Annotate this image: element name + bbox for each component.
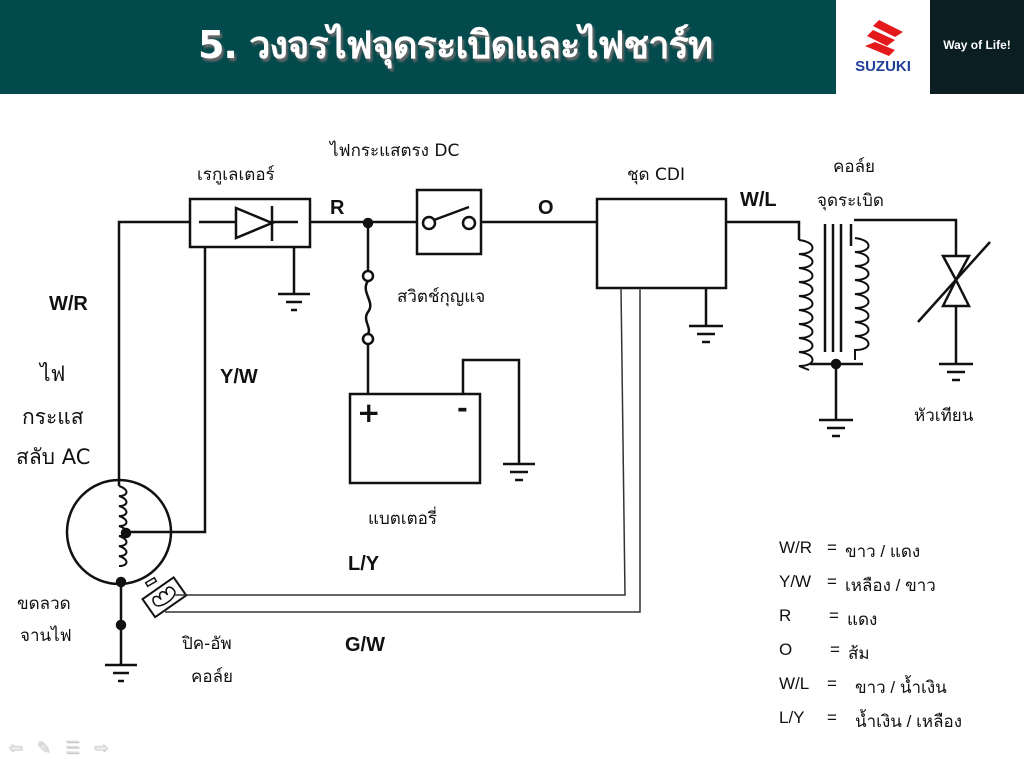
- legend-row: W/R = ขาว / แดง: [779, 538, 962, 572]
- spark-plug: [917, 241, 991, 382]
- legend-meaning: แดง: [847, 610, 878, 629]
- wire-wl: [726, 220, 801, 240]
- wire-label-ly: L/Y: [348, 553, 380, 575]
- legend-equals: =: [830, 640, 840, 659]
- legend-row: W/L = ขาว / น้ำเงิน: [779, 674, 962, 708]
- wire-wr: [117, 220, 190, 486]
- ignition-coil: [798, 224, 870, 371]
- wire-label-r: R: [330, 197, 345, 219]
- previous-slide-icon[interactable]: ⇦: [8, 738, 23, 758]
- cdi-label: ชุด CDI: [627, 165, 685, 185]
- regulator-ground: [278, 247, 310, 312]
- legend-code: L/Y: [779, 708, 805, 727]
- legend-equals: =: [827, 538, 837, 557]
- legend-code: O: [779, 640, 793, 659]
- regulator: [188, 197, 312, 249]
- coil-ground: [819, 364, 853, 438]
- wire-yw: [127, 247, 207, 534]
- ignition-coil-label-1: คอล์ย: [833, 157, 875, 177]
- wire-label-yw: Y/W: [220, 366, 258, 388]
- dc-current-label: ไฟกระแสตรง DC: [330, 141, 460, 161]
- wire-label-wl: W/L: [740, 189, 777, 211]
- wire-ht-lead: [854, 218, 958, 256]
- pickup-coil-label-2: คอล์ย: [191, 667, 233, 687]
- slide-navigation: ⇦ ✎ ☰ ⇨: [8, 738, 108, 758]
- ac-label-2: กระแส: [22, 405, 84, 429]
- stator: [65, 478, 173, 683]
- legend-code: R: [779, 606, 792, 625]
- legend-code: W/L: [779, 674, 810, 693]
- legend-meaning: น้ำเงิน / เหลือง: [855, 712, 963, 731]
- legend-row: Y/W = เหลือง / ขาว: [779, 572, 962, 606]
- key-switch-label: สวิตช์กุญแจ: [397, 287, 486, 307]
- battery-minus-terminal: -: [457, 394, 468, 424]
- wire-color-legend: W/R = ขาว / แดง Y/W = เหลือง / ขาว R = แ…: [779, 538, 962, 742]
- next-slide-icon[interactable]: ⇨: [93, 738, 108, 758]
- battery-plus-terminal: +: [357, 396, 381, 429]
- legend-equals: =: [829, 606, 839, 625]
- battery: [348, 358, 535, 485]
- legend-meaning: เหลือง / ขาว: [845, 576, 936, 595]
- wire-r: [310, 217, 417, 229]
- key-switch: [415, 188, 483, 256]
- wire-label-wr: W/R: [49, 293, 88, 315]
- spark-plug-label: หัวเทียน: [914, 406, 974, 426]
- slide-title: 5. วงจรไฟจุดระเบิดและไฟชาร์ท: [197, 23, 713, 67]
- legend-meaning: ขาว / แดง: [845, 542, 921, 561]
- regulator-label: เรกูเลเตอร์: [197, 165, 275, 185]
- legend-equals: =: [827, 708, 837, 727]
- ac-label-3: สลับ AC: [16, 445, 91, 469]
- suzuki-s-icon: [865, 20, 903, 56]
- suzuki-logo: SUZUKI: [836, 0, 930, 94]
- battery-label: แบตเตอรี่: [368, 509, 437, 529]
- fuse: [361, 223, 375, 394]
- legend-code: Y/W: [779, 572, 812, 591]
- legend-row: L/Y = น้ำเงิน / เหลือง: [779, 708, 962, 742]
- wire-label-gw: G/W: [345, 634, 385, 656]
- title-bar: 5. วงจรไฟจุดระเบิดและไฟชาร์ท: [0, 0, 836, 94]
- ac-label-1: ไฟ: [40, 362, 66, 386]
- legend-row: O = ส้ม: [779, 640, 962, 674]
- pickup-coil-label-1: ปิค-อัพ: [182, 634, 232, 654]
- legend-equals: =: [827, 674, 837, 693]
- stator-label-1: ขดลวด: [17, 594, 71, 614]
- circuit-diagram: [65, 188, 991, 683]
- pen-icon[interactable]: ✎: [36, 738, 51, 758]
- wire-gw: [165, 288, 641, 613]
- pickup-coil: [141, 575, 188, 619]
- wire-ly: [175, 287, 626, 596]
- legend-meaning: ส้ม: [848, 644, 870, 663]
- wire-label-o: O: [538, 197, 554, 219]
- legend-row: R = แดง: [779, 606, 962, 640]
- stator-label-2: จานไฟ: [20, 626, 72, 646]
- brand-name: SUZUKI: [855, 58, 911, 75]
- ignition-coil-label-2: จุดระเบิด: [817, 191, 884, 211]
- cdi-unit: [595, 197, 728, 290]
- legend-meaning: ขาว / น้ำเงิน: [855, 678, 947, 697]
- legend-code: W/R: [779, 538, 813, 557]
- cdi-ground: [689, 288, 723, 344]
- legend-equals: =: [827, 572, 837, 591]
- tagline: Way of Life!: [943, 38, 1011, 52]
- menu-icon[interactable]: ☰: [64, 738, 80, 758]
- tagline-panel: Way of Life!: [930, 0, 1024, 94]
